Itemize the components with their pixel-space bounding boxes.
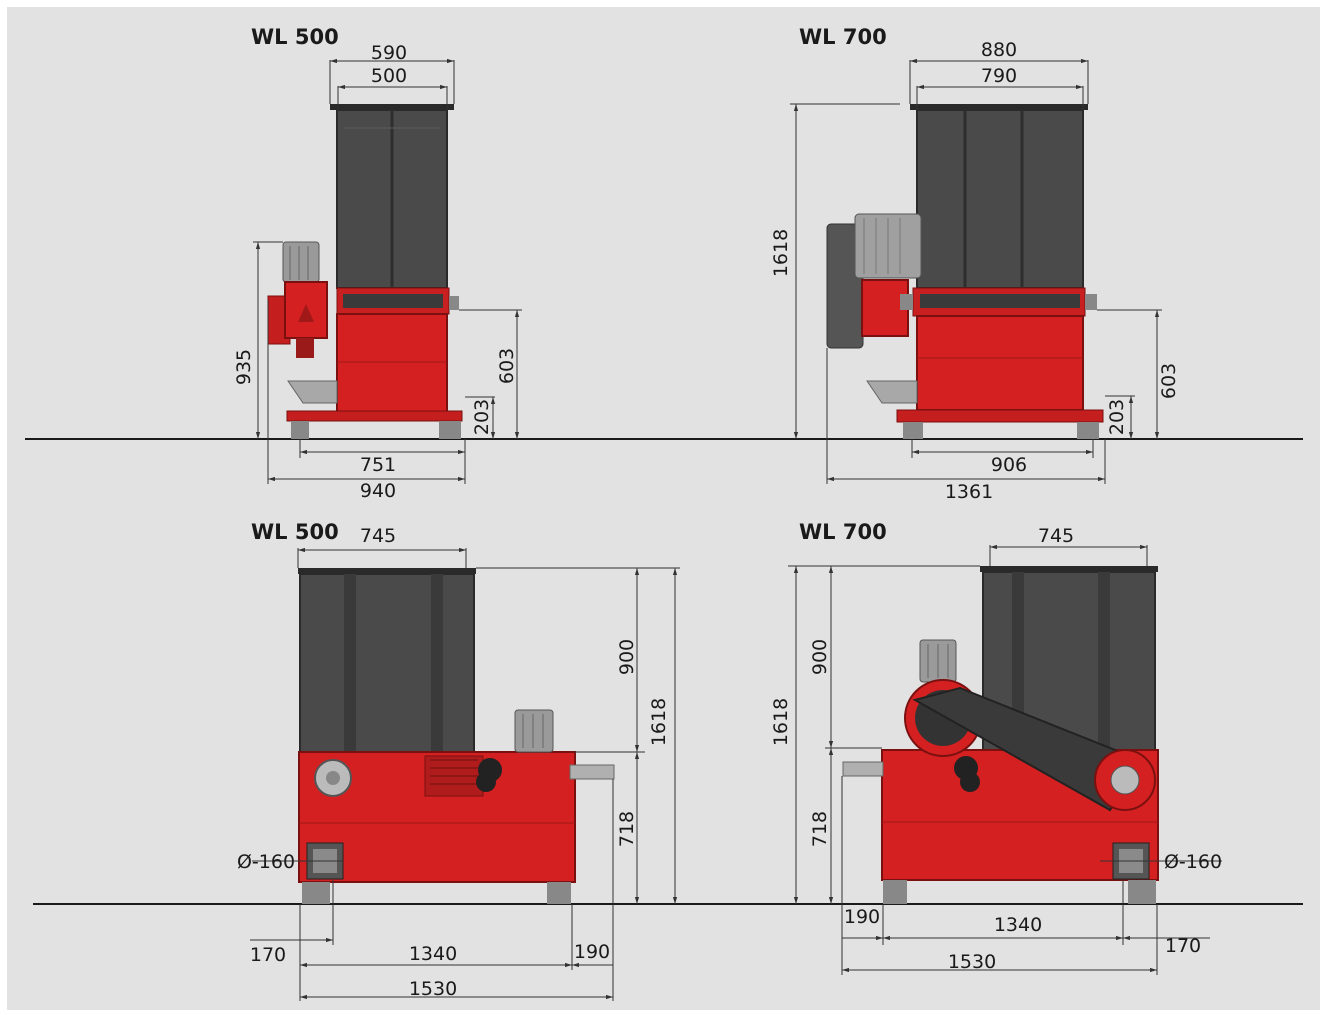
dimensions-wl500-side: [250, 547, 680, 1001]
drive-belt: [904, 679, 1156, 812]
hopper: [910, 104, 1088, 289]
discharge-chute: [866, 380, 918, 404]
dim-base-height: 203: [471, 399, 493, 435]
base-frame: [896, 409, 1104, 439]
dim-foot-span: 906: [991, 454, 1027, 476]
dim-hopper-width: 745: [1038, 525, 1074, 547]
dim-overall-width: 940: [360, 480, 396, 502]
shaft: [842, 761, 884, 777]
discharge-chute: [287, 380, 338, 404]
dim-hopper-height: 900: [809, 639, 831, 675]
feet: [302, 882, 571, 904]
cutter-rotor: [336, 287, 459, 315]
dim-hopper-height: 900: [616, 639, 638, 675]
dim-total-height: 1618: [770, 698, 792, 746]
hopper: [298, 568, 476, 753]
dim-base-height: 203: [1106, 399, 1128, 435]
view-wl700-front: [826, 104, 1104, 439]
dim-offset-right: 170: [1165, 935, 1201, 957]
view-title: WL 500: [251, 520, 339, 544]
dim-cutter-height: 603: [1158, 363, 1180, 399]
shaft: [569, 764, 615, 780]
dim-outlet: Ø-160: [1164, 851, 1222, 873]
dim-hopper-outer: 880: [981, 39, 1017, 61]
dim-foot-span: 751: [360, 454, 396, 476]
view-wl500-front: [267, 104, 463, 439]
dim-overall-length: 1530: [948, 951, 996, 973]
view-title: WL 700: [799, 520, 887, 544]
cutter-rotor: [900, 287, 1097, 317]
dim-cutter-height: 603: [496, 348, 518, 384]
base-frame: [286, 410, 463, 439]
feet: [883, 880, 1156, 904]
dim-overall-length: 1530: [409, 978, 457, 1000]
motor: [514, 709, 554, 753]
gearbox: [267, 281, 328, 358]
dim-overall-width: 1361: [945, 481, 993, 503]
dimensions-wl700-side: [788, 544, 1222, 975]
pulley: [314, 759, 352, 797]
dim-outlet: Ø-160: [237, 851, 295, 873]
dimensions-wl500-front: [253, 58, 522, 484]
view-wl700-side: [842, 566, 1159, 904]
hopper: [330, 104, 454, 289]
dim-total-height: 935: [233, 349, 255, 385]
dim-offset-right: 190: [574, 941, 610, 963]
motor: [919, 639, 957, 683]
dim-total-height: 1618: [648, 698, 670, 746]
machine-body: [916, 315, 1084, 411]
dim-offset-left: 190: [844, 906, 880, 928]
view-title: WL 700: [799, 25, 887, 49]
dim-hopper-inner: 790: [981, 65, 1017, 87]
machine-body: [336, 313, 448, 415]
dim-body-height: 718: [616, 811, 638, 847]
dim-hopper-outer: 590: [371, 42, 407, 64]
dim-offset-left: 170: [250, 944, 286, 966]
dim-hopper-width: 745: [360, 525, 396, 547]
dim-foot-span: 1340: [409, 943, 457, 965]
motor: [854, 213, 922, 279]
view-wl500-side: [298, 568, 615, 904]
view-title: WL 500: [251, 25, 339, 49]
dim-foot-span: 1340: [994, 914, 1042, 936]
dim-total-height: 1618: [770, 229, 792, 277]
dimensions-wl700-front: [790, 58, 1162, 484]
dim-hopper-inner: 500: [371, 65, 407, 87]
dim-body-height: 718: [809, 811, 831, 847]
motor: [282, 241, 320, 283]
